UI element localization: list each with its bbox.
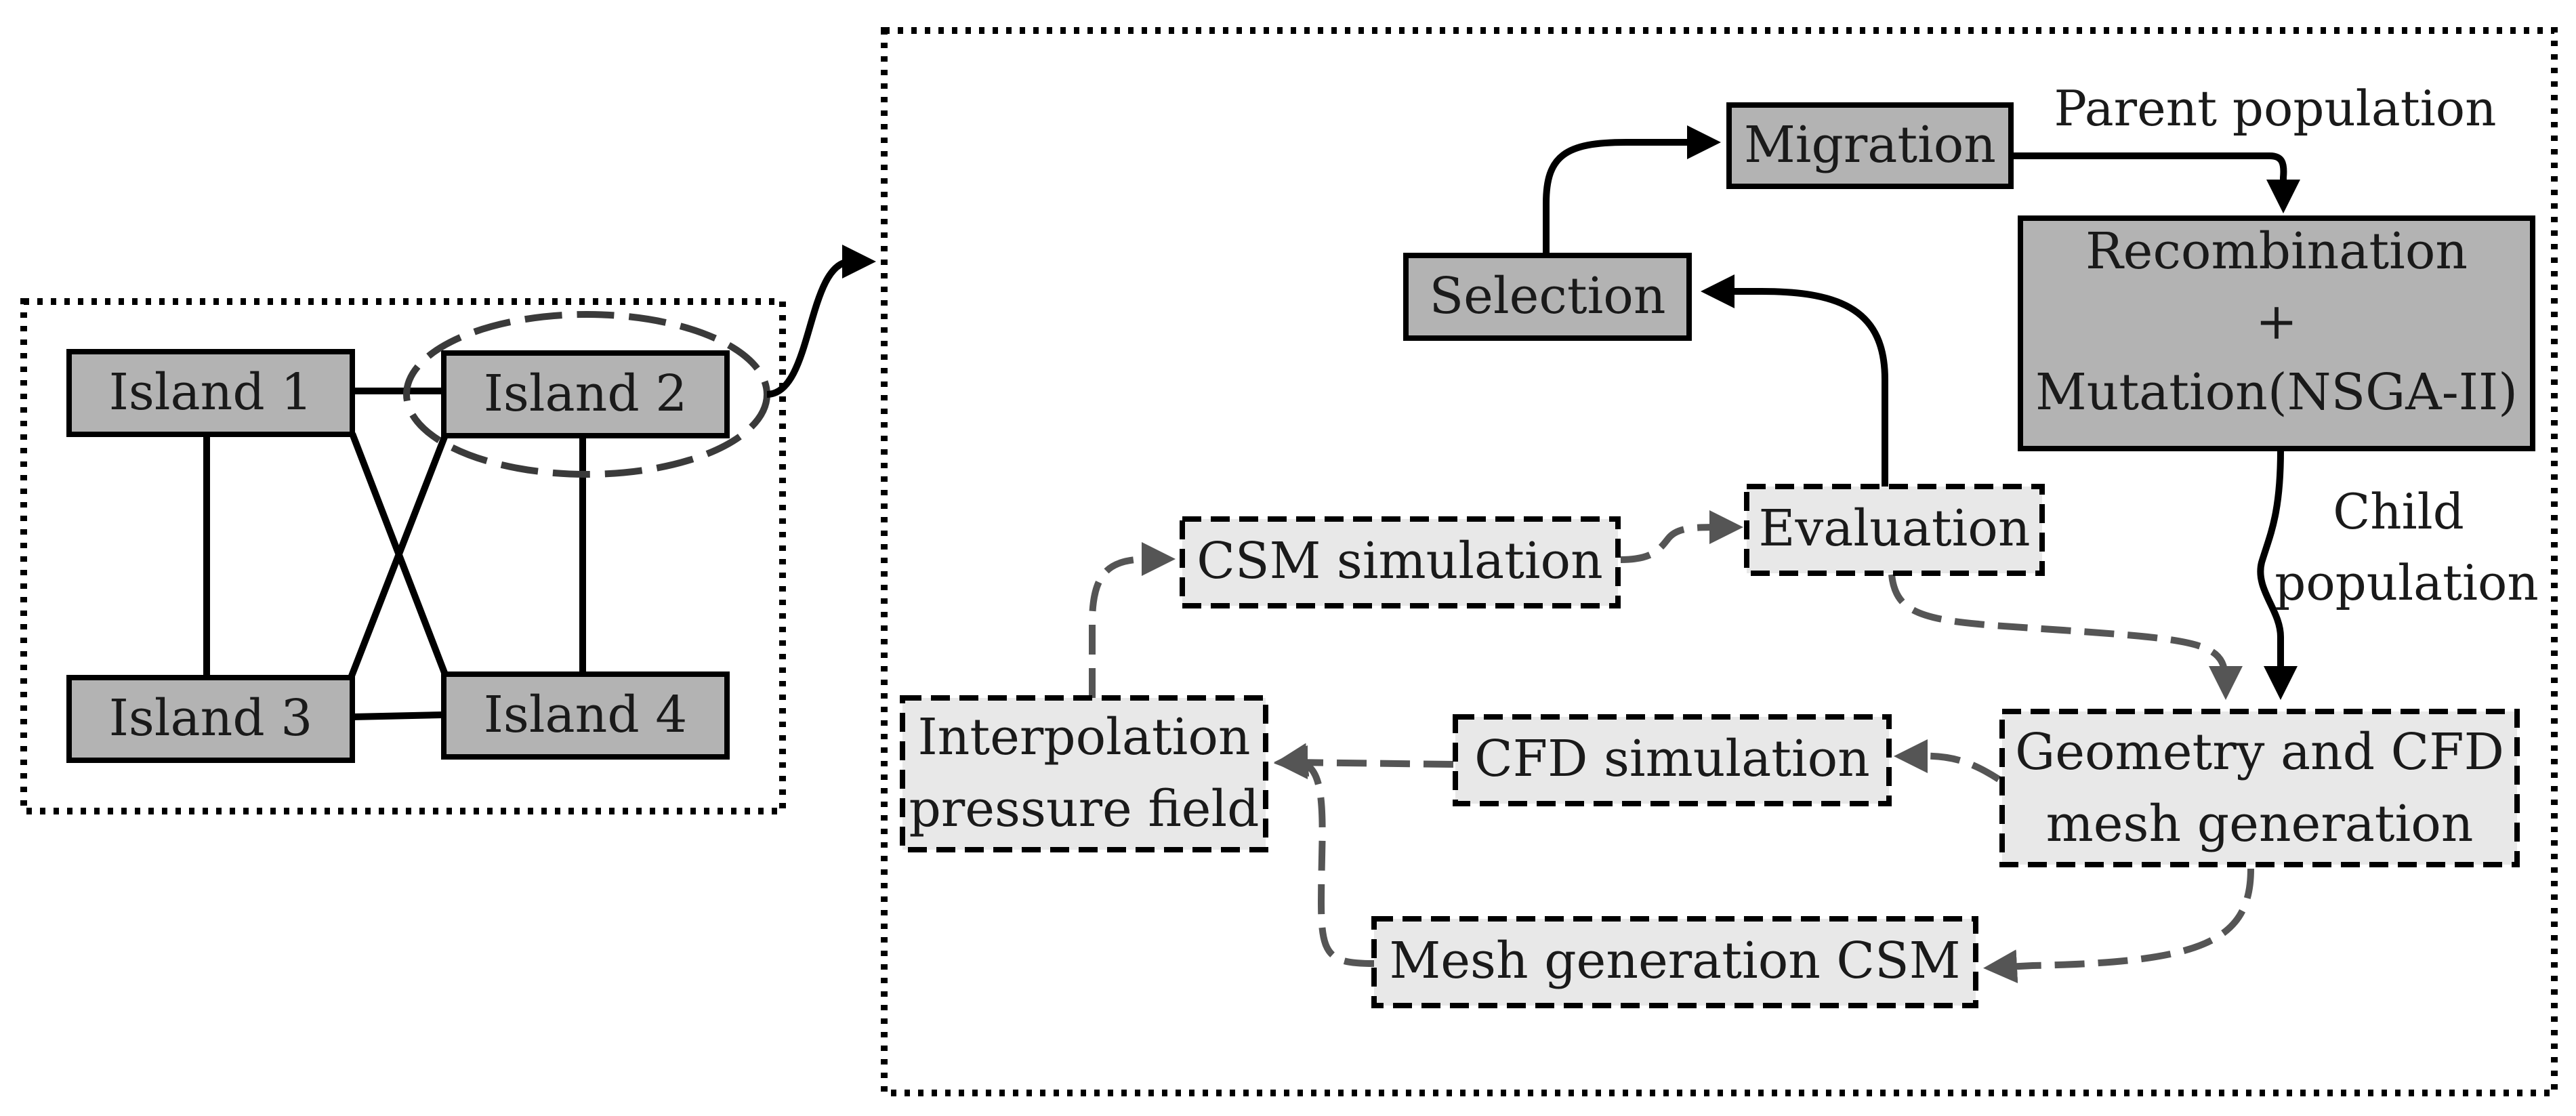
arrow-selection-to-migration [1543, 125, 1721, 254]
geometry-cfd-mesh-box: Geometry and CFD mesh generation [1999, 709, 2520, 867]
recombination-mutation-box: Recombination + Mutation(NSGA-II) [2018, 215, 2535, 451]
cfd-simulation-box: CFD simulation [1453, 714, 1892, 806]
island-4-box: Island 4 [441, 671, 730, 760]
arrow-recombination-to-geometry [2257, 449, 2298, 700]
arrow-evaluation-to-geometry [1888, 574, 2243, 700]
geometry-label: Geometry and CFD [2015, 723, 2504, 781]
workflow-panel-frame [881, 27, 2558, 1096]
link-island3-island4 [352, 711, 442, 720]
island-3-box: Island 3 [66, 675, 355, 763]
plus-label: + [2256, 293, 2298, 351]
arrow-meshcsm-to-interpolation [1274, 743, 1375, 967]
evaluation-label: Evaluation [1758, 499, 2030, 558]
island-3-label: Island 3 [109, 689, 313, 747]
island-1-label: Island 1 [109, 363, 313, 421]
mesh-generation-csm-box: Mesh generation CSM [1371, 916, 1978, 1008]
selection-label: Selection [1429, 267, 1665, 325]
csm-simulation-box: CSM simulation [1180, 516, 1621, 608]
child-label: Child [2333, 483, 2464, 540]
arrow-cfd-to-interpolation [1274, 745, 1454, 779]
island-2-label: Island 2 [484, 365, 688, 423]
solid-arrows [1543, 125, 2300, 700]
islands-panel-frame [20, 298, 786, 814]
mesh-generation-csm-label: Mesh generation CSM [1389, 932, 1960, 990]
island-1-box: Island 1 [66, 349, 355, 437]
mutation-label: Mutation(NSGA-II) [2035, 363, 2518, 421]
mesh-generation-label: mesh generation [2046, 795, 2474, 853]
interpolation-label: Interpolation [917, 708, 1250, 766]
pressure-field-label: pressure field [909, 780, 1259, 838]
island-2-box: Island 2 [441, 350, 730, 438]
arrow-geometry-to-cfd [1894, 739, 2001, 783]
arrow-evaluation-to-selection [1701, 274, 1888, 487]
island-4-label: Island 4 [484, 686, 688, 744]
population-label: population [2274, 554, 2539, 611]
csm-simulation-label: CSM simulation [1197, 532, 1602, 590]
parent-population-label: Parent population [2054, 80, 2497, 137]
interpolation-pressure-field-box: Interpolation pressure field [900, 695, 1268, 852]
migration-label: Migration [1744, 116, 1996, 174]
dashed-arrows [1089, 510, 2254, 984]
arrow-migration-to-recombination [2011, 152, 2300, 213]
evaluation-box: Evaluation [1744, 484, 2045, 576]
arrow-geometry-to-meshcsm [1983, 868, 2254, 984]
arrow-interpolation-to-csm [1089, 542, 1176, 698]
island-connections [203, 388, 586, 720]
cfd-simulation-label: CFD simulation [1474, 730, 1870, 788]
recombination-label: Recombination [2085, 222, 2468, 281]
selection-box: Selection [1403, 253, 1692, 341]
zoom-arrow [766, 245, 876, 398]
link-island2-island3 [348, 432, 449, 679]
migration-box: Migration [1726, 102, 2014, 189]
arrow-csm-to-evaluation [1620, 510, 1743, 563]
